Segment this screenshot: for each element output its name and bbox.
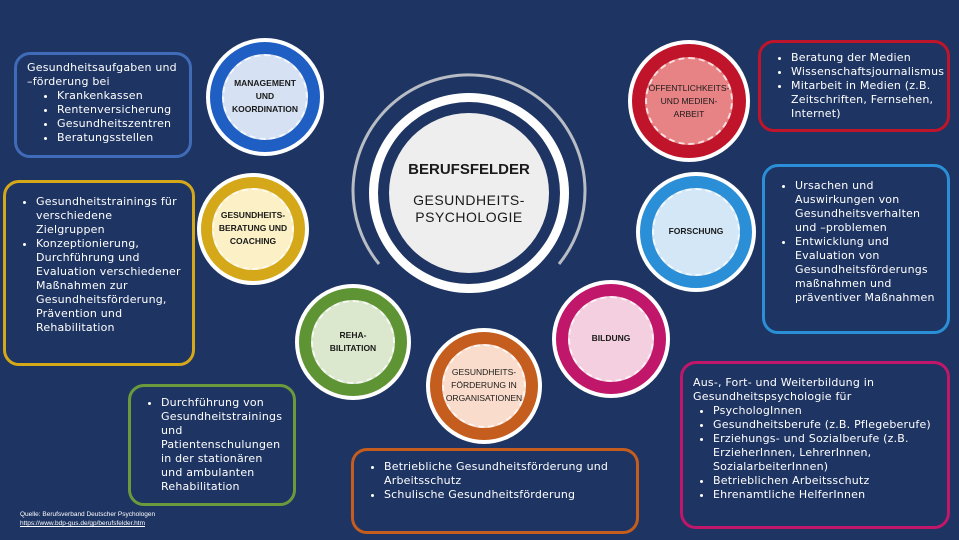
box-medien: Beratung der Medien Wissenschaftsjournal… (758, 40, 950, 132)
box-management: Gesundheitsaufgaben und –förderung bei K… (14, 52, 192, 158)
list-item: Ehrenamtliche HelferInnen (713, 488, 937, 502)
list-item: Gesundheitsberufe (z.B. Pflegeberufe) (713, 418, 937, 432)
circle-beratung[interactable]: GESUNDHEITS- BERATUNG UND COACHING (197, 173, 309, 285)
center-title: BERUFSFELDER (408, 160, 530, 178)
box-bildung-head: Aus-, Fort- und Weiterbildung in Gesundh… (693, 376, 875, 403)
circle-medien-label: ÖFFENTLICHKEITS- UND MEDIEN- ARBEIT (644, 56, 734, 146)
circle-organisation-label: GESUNDHEITS- FÖRDERUNG IN ORGANISATIONEN (441, 343, 527, 429)
list-item: Schulische Gesundheitsförderung (384, 488, 626, 502)
source-line: Quelle: Berufsverband Deutscher Psycholo… (20, 511, 156, 518)
circle-management-label: MANAGEMENT UND KOORDINATION (222, 54, 308, 140)
list-item: Rentenversicherung (57, 103, 179, 117)
circle-bildung[interactable]: BILDUNG (552, 280, 670, 398)
list-item: Gesundheitszentren (57, 117, 179, 131)
circle-forschung[interactable]: FORSCHUNG (636, 172, 756, 292)
box-reha: Durchführung von Gesundheitstrainings un… (128, 384, 296, 506)
list-item: Ursachen und Auswirkungen von Gesundheit… (795, 179, 937, 235)
center-subtitle: GESUNDHEITS- PSYCHOLOGIE (413, 191, 525, 225)
list-item: Gesundheitstrainings für verschiedene Zi… (36, 195, 182, 237)
circle-reha[interactable]: REHA- BILITATION (295, 284, 411, 400)
box-organisation: Betriebliche Gesundheitsförderung und Ar… (351, 448, 639, 534)
circle-beratung-label: GESUNDHEITS- BERATUNG UND COACHING (212, 188, 294, 270)
list-item: Betrieblichen Arbeitsschutz (713, 474, 937, 488)
circle-forschung-label: FORSCHUNG (652, 188, 740, 276)
list-item: PsychologInnen (713, 404, 937, 418)
circle-management[interactable]: MANAGEMENT UND KOORDINATION (206, 38, 324, 156)
list-item: Krankenkassen (57, 89, 179, 103)
box-bildung: Aus-, Fort- und Weiterbildung in Gesundh… (680, 361, 950, 529)
source-note: Quelle: Berufsverband Deutscher Psycholo… (20, 510, 155, 528)
list-item: Konzeptionierung, Durchführung und Evalu… (36, 237, 182, 335)
circle-bildung-label: BILDUNG (568, 296, 654, 382)
list-item: Wissenschaftsjournalismus (791, 65, 944, 79)
list-item: Betriebliche Gesundheitsförderung und Ar… (384, 460, 626, 488)
box-beratung: Gesundheitstrainings für verschiedene Zi… (3, 180, 195, 366)
circle-reha-label: REHA- BILITATION (310, 299, 396, 385)
box-forschung: Ursachen und Auswirkungen von Gesundheit… (762, 164, 950, 334)
list-item: Mitarbeit in Medien (z.B. Zeitschriften,… (791, 79, 937, 121)
list-item: Entwicklung und Evaluation von Gesundhei… (795, 235, 937, 305)
box-management-head: Gesundheitsaufgaben und –förderung bei (27, 61, 177, 88)
list-item: Erziehungs- und Sozialberufe (z.B. Erzie… (713, 432, 937, 474)
circle-medien[interactable]: ÖFFENTLICHKEITS- UND MEDIEN- ARBEIT (628, 40, 750, 162)
list-item: Beratung der Medien (791, 51, 937, 65)
source-link[interactable]: https://www.bdp-gus.de/gp/berufsfelder.h… (20, 520, 146, 527)
center-label: BERUFSFELDER GESUNDHEITS- PSYCHOLOGIE (389, 113, 549, 273)
list-item: Durchführung von Gesundheitstrainings un… (161, 396, 283, 494)
list-item: Beratungsstellen (57, 131, 179, 145)
circle-organisation[interactable]: GESUNDHEITS- FÖRDERUNG IN ORGANISATIONEN (426, 328, 542, 444)
center-rings (344, 68, 594, 318)
